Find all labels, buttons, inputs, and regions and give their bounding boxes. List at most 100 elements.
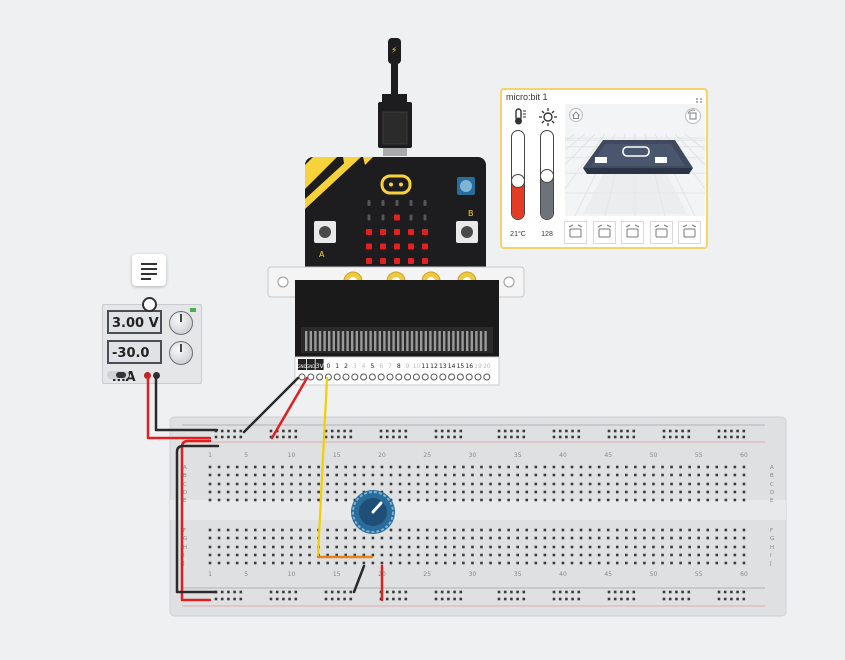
led [408, 258, 414, 264]
wire[interactable] [175, 444, 220, 594]
column-number: 60 [740, 452, 748, 459]
button-a-label: A [319, 250, 325, 259]
led [422, 258, 428, 264]
tilt-back-icon[interactable] [649, 221, 673, 244]
pin-label: 10 [413, 363, 421, 370]
column-number: 20 [378, 452, 386, 459]
pin-hole[interactable] [430, 373, 438, 381]
led [409, 214, 413, 221]
wire[interactable] [352, 564, 366, 594]
temperature-slider-thumb[interactable] [511, 173, 525, 188]
pin-hole[interactable] [351, 373, 359, 381]
led [422, 229, 428, 235]
pin-hole[interactable] [360, 373, 368, 381]
pin-hole[interactable] [298, 373, 306, 381]
wire[interactable] [154, 374, 219, 432]
column-number: 50 [650, 452, 658, 459]
led [366, 243, 372, 250]
led [394, 243, 400, 250]
pin-hole[interactable] [465, 373, 473, 381]
breadboard[interactable]: 1155101015152020252530303535404045455050… [169, 416, 787, 617]
led [380, 243, 386, 250]
column-number: 10 [288, 452, 296, 459]
3d-view[interactable] [565, 104, 705, 216]
pin-label: 15 [457, 363, 465, 370]
pin-label: 2 [344, 363, 348, 370]
column-number: 25 [423, 571, 431, 578]
led [394, 229, 400, 235]
pin-label: GND [306, 364, 315, 369]
touch-logo-icon[interactable] [380, 174, 412, 195]
breadboard-holes[interactable] [208, 429, 746, 601]
pin-hole[interactable] [404, 373, 412, 381]
column-number: 1 [208, 452, 212, 459]
pin-hole[interactable] [342, 373, 350, 381]
wire[interactable] [316, 376, 329, 558]
pin-hole[interactable] [333, 373, 341, 381]
tilt-left-icon[interactable] [592, 221, 616, 244]
column-number: 45 [604, 571, 612, 578]
notes-icon[interactable] [132, 254, 166, 286]
light-slider-thumb[interactable] [540, 169, 554, 183]
pin-hole[interactable] [474, 373, 482, 381]
pin-label: 14 [448, 363, 456, 370]
shake-icon[interactable] [678, 221, 701, 244]
current-knob[interactable] [169, 341, 193, 365]
temperature-value: 21°C [510, 231, 526, 238]
wire[interactable] [270, 376, 309, 440]
psu-connector-dot[interactable] [142, 297, 157, 312]
row-letter: F [183, 528, 186, 534]
pin-hole[interactable] [386, 373, 394, 381]
column-number: 55 [695, 571, 703, 578]
row-letter: E [770, 498, 774, 504]
drag-handle-icon[interactable] [695, 93, 703, 106]
row-letter: H [770, 545, 774, 551]
column-number: 5 [244, 452, 248, 459]
voltage-knob[interactable] [169, 311, 193, 335]
pin-hole[interactable] [307, 373, 315, 381]
pin-label: 3V [316, 363, 325, 370]
led [422, 243, 428, 250]
pin-label: 16 [465, 363, 473, 370]
potentiometer[interactable] [348, 488, 398, 538]
column-number: 40 [559, 452, 567, 459]
pin-hole[interactable] [421, 373, 429, 381]
column-number: 35 [514, 452, 522, 459]
led [380, 229, 386, 235]
button-b-label: B [468, 209, 474, 218]
pin-hole[interactable] [483, 373, 491, 381]
led [367, 214, 371, 221]
pin-hole[interactable] [377, 373, 385, 381]
row-letter: A [183, 465, 187, 471]
wire[interactable] [146, 374, 212, 440]
column-number: 15 [333, 571, 341, 578]
view-reset-icon[interactable] [564, 221, 587, 244]
microbit-simulator-panel[interactable]: micro:bit 1 21°C 128 [500, 88, 708, 249]
pin-hole[interactable] [439, 373, 447, 381]
column-number: 5 [244, 571, 248, 578]
led [380, 258, 386, 264]
pin-label: 20 [483, 363, 491, 370]
tilt-front-icon[interactable] [621, 221, 644, 244]
pin-hole[interactable] [456, 373, 464, 381]
power-led-icon [190, 308, 196, 312]
usb-cable: ⚡ [378, 38, 412, 156]
wire[interactable] [242, 376, 300, 434]
row-letter: E [183, 498, 187, 504]
pin-hole[interactable] [316, 373, 324, 381]
home-icon[interactable] [569, 108, 583, 122]
wire[interactable] [180, 439, 212, 602]
power-supply[interactable]: 3.00 V -30.0 mA [102, 304, 202, 385]
pin-hole[interactable] [368, 373, 376, 381]
pin-hole[interactable] [412, 373, 420, 381]
pin-hole[interactable] [448, 373, 456, 381]
pin-hole[interactable] [395, 373, 403, 381]
pin-label: 19 [474, 363, 482, 370]
row-letter: H [183, 545, 187, 551]
rotate-view-icon[interactable] [685, 108, 701, 124]
